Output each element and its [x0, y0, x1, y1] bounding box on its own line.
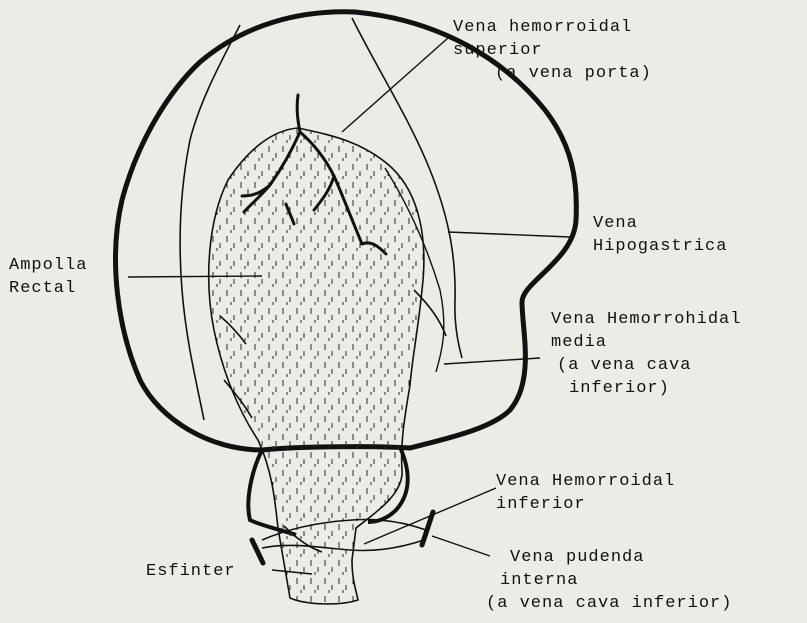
label-line: Hipogastrica [593, 235, 727, 258]
label-hemorrohidal-media: Vena Hemorrohidal media (a vena cava inf… [551, 308, 741, 400]
label-hemorroidal-inferior: Vena Hemorroidal inferior [496, 470, 675, 516]
label-line: inferior) [551, 377, 741, 400]
label-line: (a vena cava inferior) [486, 592, 732, 615]
label-esfinter: Esfinter [146, 560, 236, 583]
label-hemorroidal-superior: Vena hemorroidal superior (a vena porta) [453, 16, 652, 85]
label-line: Vena [593, 212, 727, 235]
label-line: (a vena porta) [453, 62, 652, 85]
label-line: media [551, 331, 741, 354]
label-ampolla-rectal: Ampolla Rectal [9, 254, 87, 300]
sphincter-bar-left [252, 540, 263, 563]
label-line: (a vena cava [551, 354, 741, 377]
label-line: superior [453, 39, 652, 62]
label-line: Rectal [9, 277, 87, 300]
label-line: Esfinter [146, 562, 236, 581]
label-line: inferior [496, 493, 675, 516]
label-line: Vena Hemorroidal [496, 470, 675, 493]
leader-hemorroidal-superior [342, 38, 448, 132]
label-line: Vena Hemorrohidal [551, 308, 741, 331]
label-line: Ampolla [9, 254, 87, 277]
leader-hipogastrica [448, 232, 570, 237]
label-line: Vena pudenda [486, 546, 732, 569]
label-pudenda-interna: Vena pudenda interna (a vena cava inferi… [486, 546, 732, 615]
leader-ampolla-rectal [128, 276, 262, 277]
label-line: Vena hemorroidal [453, 16, 652, 39]
label-hipogastrica: Vena Hipogastrica [593, 212, 727, 258]
label-line: interna [486, 569, 732, 592]
leader-pudenda-interna [432, 536, 490, 556]
